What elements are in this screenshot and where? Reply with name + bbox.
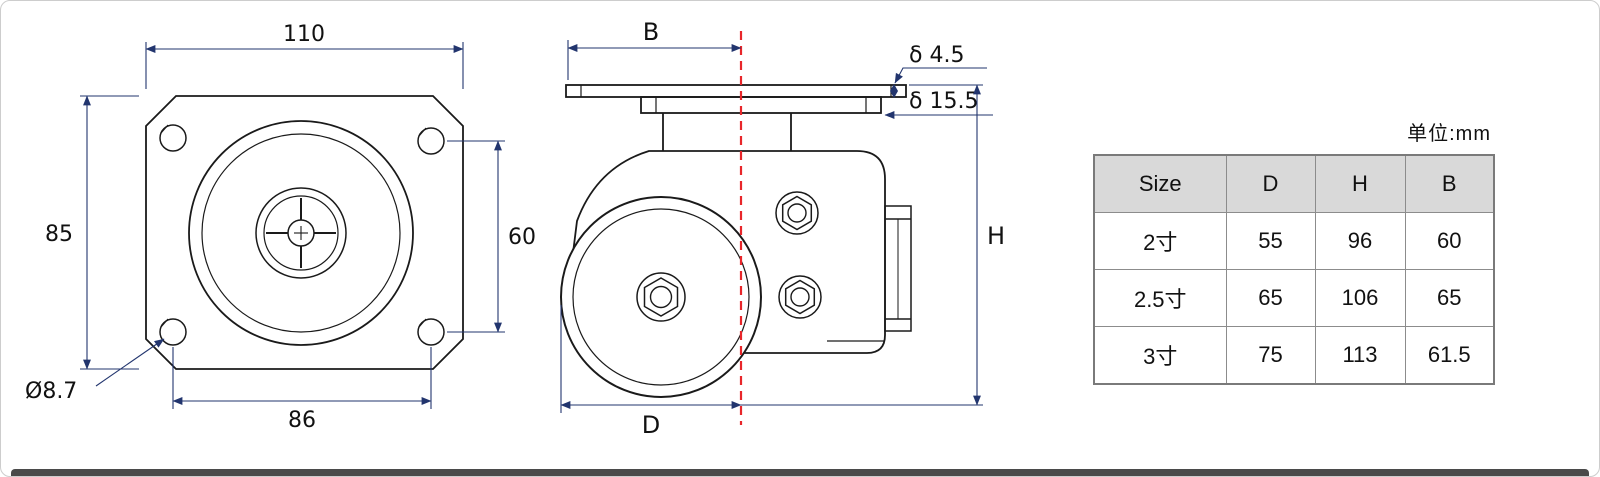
cell-d: 55 (1225, 212, 1316, 270)
wheel-hub-bolt (636, 272, 686, 322)
bolt-hole-bottom-left (159, 318, 187, 346)
dim-label-h: H (987, 222, 1005, 250)
mounting-plate-outline (145, 95, 464, 370)
hub-bolt-hex (643, 277, 679, 317)
top-view-dimensions: 110 85 60 86 Ø8.7 (25, 22, 536, 433)
side-view-dimensions: B δ 4.5 δ 15.5 H D (560, 18, 1005, 439)
dim-label-flange-thickness: δ 15.5 (909, 89, 978, 114)
unit-label: 单位:mm (1407, 123, 1491, 145)
dim-label-b: B (643, 18, 659, 46)
side-bracket (884, 205, 912, 332)
plate-thickness-leader (894, 67, 987, 84)
dim-label-hole-diameter: Ø8.7 (25, 379, 77, 404)
dim-label-height-right: 60 (508, 225, 536, 250)
bolt-center (787, 203, 807, 223)
top-view-drawing (145, 95, 464, 370)
cell-h: 113 (1314, 326, 1406, 385)
flange (640, 96, 882, 114)
corner-bolt-holes (159, 124, 445, 346)
table-row: 3寸 75 113 61.5 (1093, 326, 1495, 385)
body-bolt-upper (775, 191, 819, 235)
bolt-hex (781, 195, 813, 231)
cell-b: 60 (1404, 212, 1495, 270)
wheel-outer-circle (188, 120, 414, 346)
side-wheel-inner (572, 208, 750, 386)
col-header-d: D (1225, 154, 1316, 213)
col-header-h: H (1314, 154, 1406, 213)
cell-h: 106 (1314, 269, 1406, 327)
bolt-hole-slot (418, 127, 427, 137)
wheel-inner-circle (201, 133, 401, 333)
dim-label-d: D (642, 411, 660, 439)
bolt-center (790, 287, 810, 307)
dim-label-plate-thickness: δ 4.5 (909, 43, 964, 68)
col-header-b: B (1404, 154, 1495, 213)
thickness-marker-diamond (890, 84, 898, 98)
cell-size: 2.5寸 (1093, 269, 1227, 327)
top-plate (565, 84, 907, 98)
body-bolt-lower (778, 275, 822, 319)
spec-table-area: 单位:mm Size D H B 2寸 55 96 (1093, 117, 1495, 385)
hub-outer-circle (255, 187, 347, 279)
bolt-hole-slot (160, 124, 169, 134)
hole-diameter-leader (95, 338, 165, 387)
bolt-hole-bottom-right (417, 318, 445, 346)
bolt-hole-top-left (159, 124, 187, 152)
cell-b: 61.5 (1404, 326, 1495, 385)
dim-label-width-bottom: 86 (288, 408, 316, 433)
bottom-page-edge (11, 469, 1589, 476)
cell-h: 96 (1314, 212, 1406, 270)
col-header-size: Size (1093, 154, 1227, 213)
cell-d: 75 (1225, 326, 1316, 385)
table-header-row: Size D H B (1093, 154, 1495, 213)
bolt-hole-slot (418, 318, 427, 328)
cell-d: 65 (1225, 269, 1316, 327)
dim-label-width-top: 110 (283, 22, 325, 47)
cell-b: 65 (1404, 269, 1495, 327)
dim-label-height-left: 85 (45, 222, 73, 247)
spec-table: Size D H B 2寸 55 96 60 2.5寸 65 106 65 (1093, 154, 1495, 385)
hub-inner-circle (263, 195, 339, 271)
bolt-hole-slot (160, 318, 169, 328)
cell-size: 2寸 (1093, 212, 1227, 270)
table-row: 2寸 55 96 60 (1093, 212, 1495, 270)
bolt-hole-top-right (417, 127, 445, 155)
side-view-drawing (560, 84, 912, 398)
bracket-outline (884, 205, 912, 332)
hub-bolt-center (649, 285, 673, 309)
cell-size: 3寸 (1093, 326, 1227, 385)
bolt-hex (784, 279, 816, 315)
table-row: 2.5寸 65 106 65 (1093, 269, 1495, 327)
